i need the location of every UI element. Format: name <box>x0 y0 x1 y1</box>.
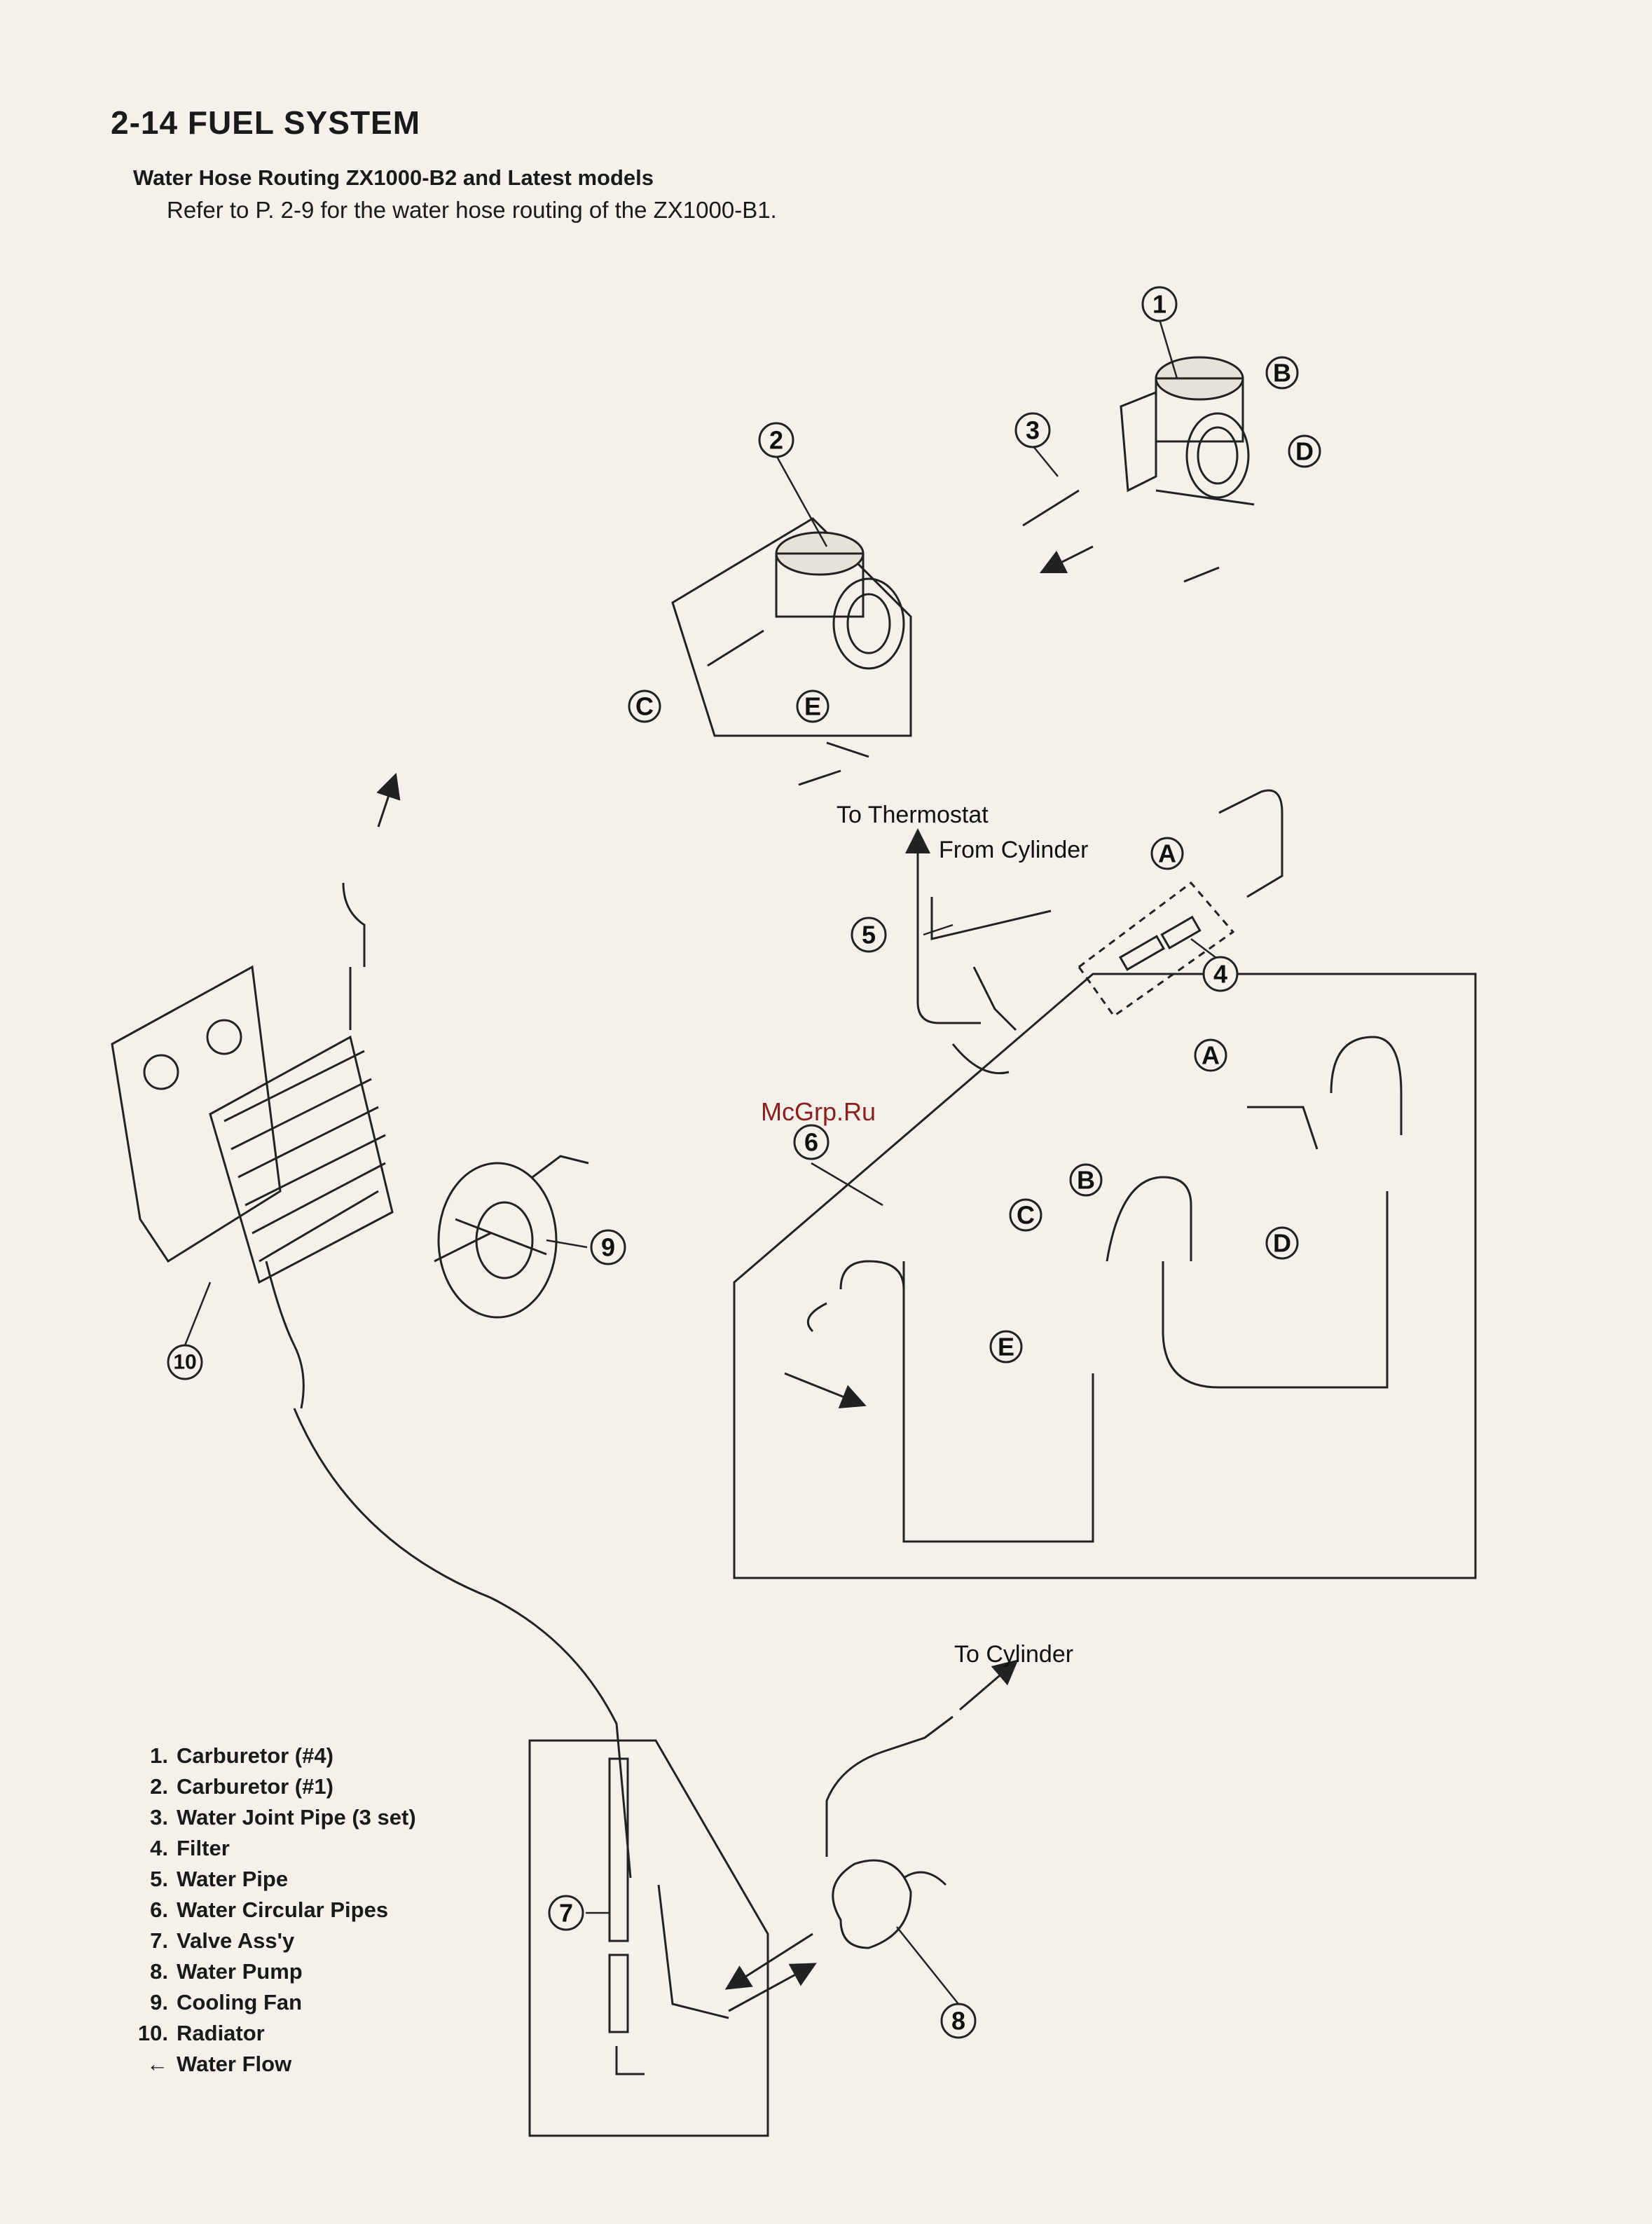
legend-item: 1.Carburetor (#4) <box>150 1743 333 1768</box>
to-thermostat-label: To Thermostat <box>837 802 989 828</box>
callout-5-text: 5 <box>862 921 876 949</box>
callout-e-lower-text: E <box>998 1333 1014 1361</box>
callout-6 <box>793 1124 830 1160</box>
parts-legend: 1.Carburetor (#4) 2.Carburetor (#1) 3.Wa… <box>133 1741 416 2080</box>
callout-8 <box>940 2003 977 2039</box>
radiator-drawing <box>111 772 632 1879</box>
cooling-fan-drawing <box>434 1155 589 1319</box>
callout-3 <box>1014 412 1051 448</box>
callout-c-lower-text: C <box>1017 1201 1035 1230</box>
legend-item: 2.Carburetor (#1) <box>150 1774 333 1799</box>
section-title: Water Hose Routing ZX1000-B2 and Latest … <box>133 165 654 190</box>
circular-pipes-drawing <box>733 973 1477 1579</box>
page-header: 2-14 FUEL SYSTEM <box>111 104 421 141</box>
to-cylinder-label: To Cylinder <box>954 1641 1073 1668</box>
callout-7 <box>548 1895 584 1931</box>
water-pump-drawing <box>724 1659 1019 2012</box>
callout-2-text: 2 <box>769 426 783 455</box>
callout-e-mid <box>796 689 830 723</box>
callout-b-lower <box>1069 1163 1103 1197</box>
watermark: McGrp.Ru <box>761 1097 876 1126</box>
callout-d-lower <box>1265 1226 1299 1260</box>
callout-7-text: 7 <box>559 1899 573 1928</box>
legend-item: ←Water Flow <box>146 2052 292 2076</box>
callout-1 <box>1141 286 1178 322</box>
callout-d-top-text: D <box>1295 437 1314 466</box>
carburetor-1-drawing <box>671 517 912 786</box>
from-cylinder-label: From Cylinder <box>939 837 1088 863</box>
callout-9-text: 9 <box>601 1233 615 1262</box>
intro-text: Refer to P. 2-9 for the water hose routi… <box>167 197 777 223</box>
legend-item: 9.Cooling Fan <box>150 1990 303 2014</box>
callout-3-text: 3 <box>1026 416 1040 445</box>
legend-item: 4.Filter <box>150 1836 230 1860</box>
callout-a-upper-text: A <box>1158 839 1176 868</box>
legend-item: 3.Water Joint Pipe (3 set) <box>150 1805 416 1830</box>
intro-paragraph: Refer to P. 2-9 for the water hose routi… <box>133 195 778 226</box>
legend-item: 6.Water Circular Pipes <box>150 1897 389 1922</box>
callout-e-mid-text: E <box>804 692 821 721</box>
filter-drawing <box>1077 881 1235 1018</box>
callout-4 <box>1202 956 1239 992</box>
callout-1-text: 1 <box>1152 290 1166 319</box>
callout-10 <box>167 1344 203 1380</box>
callout-a-upper <box>1150 837 1184 870</box>
callout-c-mid-text: C <box>635 692 654 721</box>
legend-item: 7.Valve Ass'y <box>150 1928 295 1953</box>
callout-6-text: 6 <box>804 1128 818 1157</box>
legend-item: 5.Water Pipe <box>150 1867 289 1891</box>
legend-item: 8.Water Pump <box>150 1959 303 1984</box>
callout-d-lower-text: D <box>1273 1229 1291 1258</box>
callout-a-lower <box>1194 1038 1227 1072</box>
leader-lines <box>184 319 1220 2005</box>
valve-assy-drawing <box>528 1739 769 2137</box>
callout-c-lower <box>1009 1198 1042 1232</box>
callout-8-text: 8 <box>951 2007 965 2036</box>
callout-e-lower <box>989 1330 1023 1364</box>
callout-2 <box>758 422 794 458</box>
carburetor-4-drawing <box>1022 356 1255 583</box>
callout-c-mid <box>628 689 661 723</box>
callout-9 <box>590 1229 626 1265</box>
callout-b-top <box>1265 356 1299 390</box>
callout-4-text: 4 <box>1213 960 1227 989</box>
hose-a-upper <box>1218 789 1283 898</box>
callout-b-lower-text: B <box>1077 1166 1095 1195</box>
callout-d-top <box>1288 434 1321 468</box>
legend-item: 10.Radiator <box>137 2021 265 2045</box>
callout-a-lower-text: A <box>1202 1041 1220 1070</box>
callouts <box>167 286 1321 2039</box>
callout-5 <box>851 917 887 953</box>
callout-b-top-text: B <box>1273 359 1291 387</box>
callout-10-text: 10 <box>173 1351 196 1374</box>
water-pipe-drawing <box>905 828 1052 1075</box>
